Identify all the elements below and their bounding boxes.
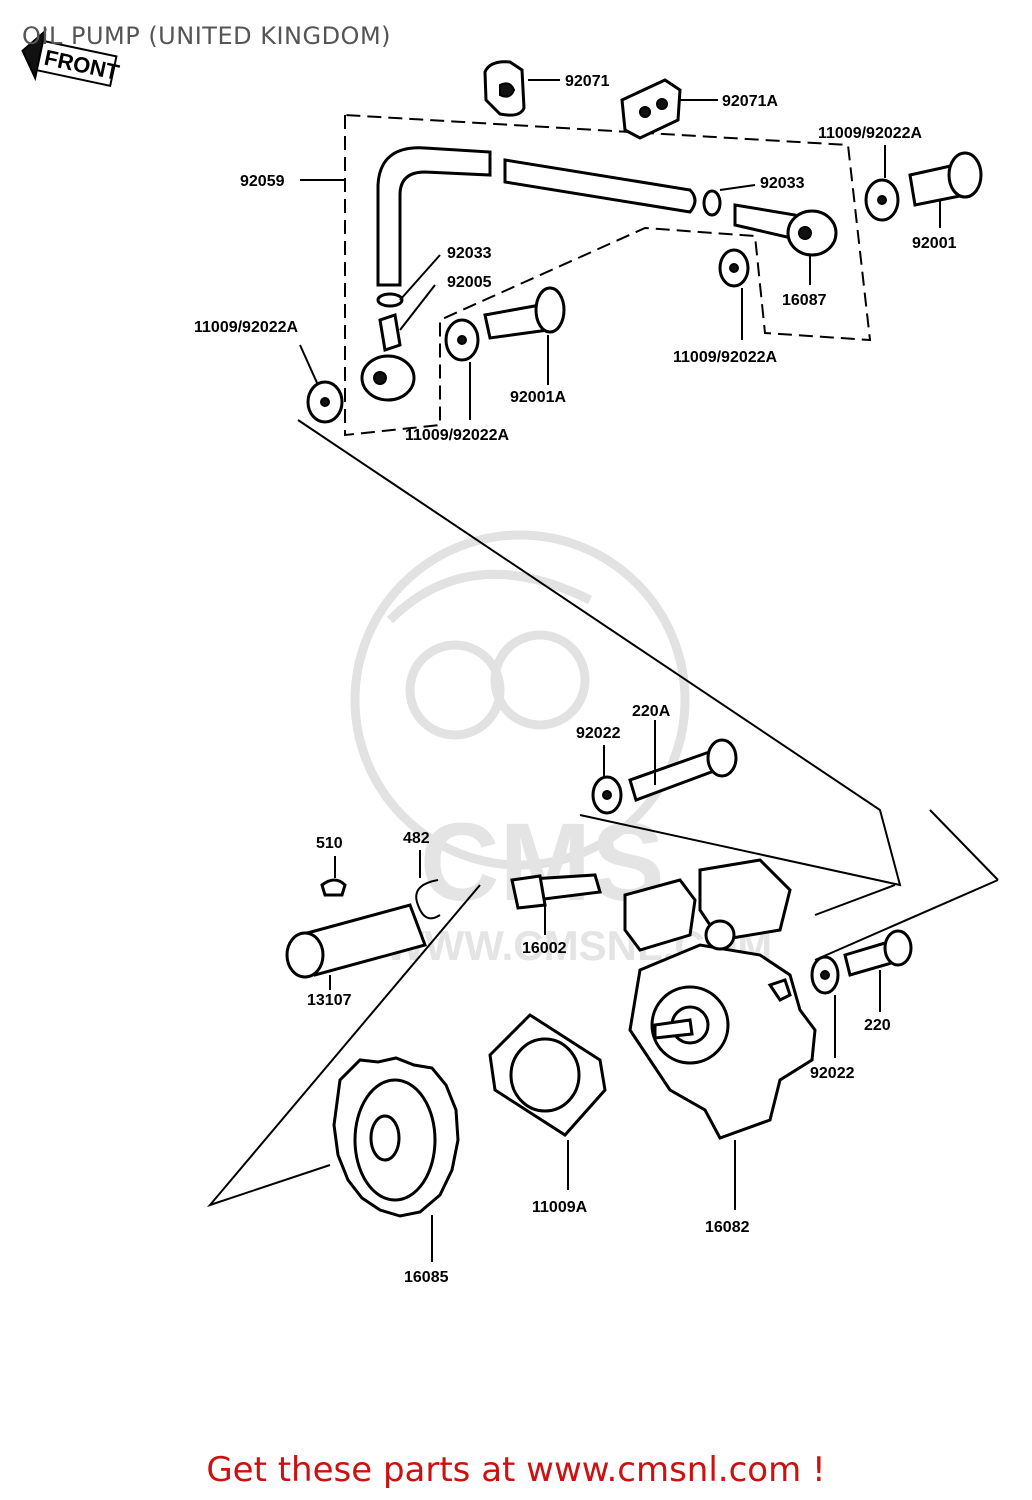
assembly-line-mid [206, 884, 481, 1208]
label-11009-92022A-mid: 11009/92022A [673, 349, 778, 366]
washer-11009-far-left[interactable] [306, 380, 344, 424]
assembly-line-right2 [929, 809, 999, 881]
label-92022-lower: 92022 [810, 1065, 855, 1082]
oil-hose-92059[interactable] [376, 146, 697, 287]
label-92071A: 92071A [722, 93, 778, 110]
o-ring-92033-left[interactable] [376, 292, 404, 308]
nipple-16002[interactable] [510, 873, 602, 910]
banjo-bolt-92001A[interactable] [483, 286, 566, 340]
shaft-13107[interactable] [285, 903, 427, 979]
banjo-fitting-16087[interactable] [733, 203, 838, 257]
page-title: OIL PUMP (UNITED KINGDOM) [22, 22, 392, 50]
washer-92022-lower[interactable] [810, 955, 840, 995]
label-16087: 16087 [782, 292, 827, 309]
label-92059: 92059 [240, 173, 285, 190]
grommet-92071A[interactable] [620, 78, 682, 140]
label-92005: 92005 [447, 274, 492, 291]
key-510[interactable] [320, 878, 347, 897]
label-11009-92022A-top: 11009/92022A [818, 125, 923, 142]
gear-16085[interactable] [332, 1056, 460, 1218]
assembly-line-right [814, 879, 999, 961]
assembly-outline-upper [344, 113, 872, 437]
leader-lines [299, 79, 941, 1262]
circlip-482[interactable] [415, 879, 441, 920]
oil-pump-body-16082[interactable] [623, 858, 817, 1140]
label-220A: 220A [632, 703, 671, 720]
label-16002: 16002 [522, 940, 567, 957]
label-13107: 13107 [307, 992, 352, 1009]
banjo-bolt-92001[interactable] [908, 151, 983, 207]
banjo-fitting-92005[interactable] [360, 313, 416, 402]
washer-11009-left[interactable] [444, 318, 480, 362]
label-92033-right: 92033 [760, 175, 805, 192]
label-92071: 92071 [565, 73, 610, 90]
label-220: 220 [864, 1017, 891, 1034]
washer-11009-top[interactable] [864, 178, 900, 222]
gasket-11009A[interactable] [488, 1013, 607, 1137]
label-16082: 16082 [705, 1219, 750, 1236]
label-92033-left: 92033 [447, 245, 492, 262]
o-ring-92033-right[interactable] [702, 189, 722, 217]
assembly-line-main [297, 419, 902, 887]
label-92022-upper: 92022 [576, 725, 621, 742]
washer-92022-upper[interactable] [591, 775, 623, 815]
label-16085: 16085 [404, 1269, 449, 1286]
label-11009-92022A-bottom: 11009/92022A [405, 427, 510, 444]
label-510: 510 [316, 835, 343, 852]
label-482: 482 [403, 830, 430, 847]
bolt-220A[interactable] [628, 738, 738, 802]
bolt-220[interactable] [843, 929, 913, 977]
label-92001: 92001 [912, 235, 957, 252]
grommet-92071[interactable] [483, 60, 526, 117]
parts-diagram: CMS WWW.CMSNL.COM FRONT [21, 28, 999, 1286]
label-11009-92022A-left: 11009/92022A [194, 319, 299, 336]
label-11009A: 11009A [532, 1199, 588, 1216]
assembly-line-cross [814, 884, 896, 916]
washer-11009-mid[interactable] [718, 248, 750, 288]
footer-link[interactable]: Get these parts at www.cmsnl.com ! [206, 1450, 826, 1490]
label-92001A: 92001A [510, 389, 566, 406]
